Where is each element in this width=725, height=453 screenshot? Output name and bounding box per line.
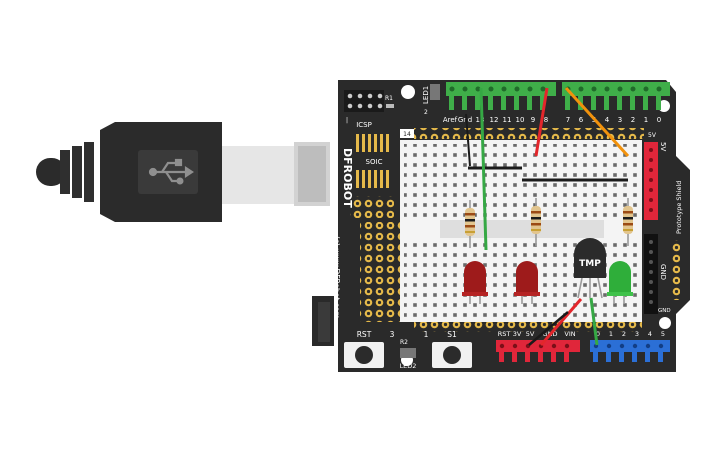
pin-label: 0	[657, 116, 661, 124]
mount-hole	[659, 317, 671, 329]
power-pin-label: VIN	[564, 330, 575, 338]
usb-plug-metal	[222, 146, 294, 204]
icsp-label: ICSP	[356, 121, 372, 129]
rst-label: RST	[357, 330, 372, 339]
tmp-sensor	[574, 238, 606, 299]
pad-column-right	[672, 240, 680, 300]
resistor-1	[465, 200, 475, 248]
wire-black-gnd	[465, 113, 471, 167]
power-jack-inner	[318, 302, 330, 342]
pad-grid-lower	[360, 222, 404, 322]
pin-label: 11	[503, 116, 512, 124]
pin-label: 6	[579, 116, 584, 124]
wire-red-5v	[539, 298, 583, 346]
pin-label: 8	[544, 116, 548, 124]
prototype-label: Prototype Shield	[675, 181, 683, 234]
wire-orange-5v	[564, 86, 630, 158]
resistor-2	[531, 198, 541, 246]
icsp-marker: |	[346, 117, 348, 124]
c2-label: C2	[676, 321, 683, 327]
soic-label: SOIC	[366, 158, 383, 166]
pin-label: Aref	[443, 116, 458, 124]
cable-end	[36, 158, 66, 186]
r2-label: R2	[400, 339, 408, 346]
num-2-label: 2	[424, 109, 428, 116]
power-pin-label: RST	[498, 330, 511, 338]
strain-relief-2	[72, 146, 82, 198]
analog-pin-label: 4	[648, 330, 652, 338]
usb-jack-inner	[298, 146, 326, 202]
num-14-label: 14	[403, 131, 411, 138]
r1-label: R1	[385, 95, 393, 102]
led1-part	[430, 84, 440, 100]
breadboard	[400, 140, 642, 322]
wire-green-pin13	[479, 87, 488, 251]
mount-hole	[401, 85, 415, 99]
digital-header-1	[446, 82, 556, 110]
r1-part	[386, 104, 394, 108]
wire-red-pin9	[534, 87, 549, 157]
strain-relief-3	[84, 142, 94, 202]
pin-label: 13	[476, 116, 485, 124]
led1-label: LED1	[422, 86, 430, 104]
brand-logo: DFROBOT	[341, 148, 354, 208]
pad-grid-upper	[350, 196, 394, 218]
pin-label: 7	[566, 116, 570, 124]
pin-label: 3	[618, 116, 622, 124]
icsp-header	[344, 90, 384, 112]
analog-pin-label: 2	[622, 330, 626, 338]
power-pin-label: 5V	[526, 330, 535, 338]
soic-footprint	[356, 134, 389, 188]
five-v-top-label: 5V	[648, 132, 657, 139]
pad-strip-bottom	[414, 322, 642, 332]
resistor-3	[623, 198, 633, 246]
s1-button[interactable]	[432, 342, 472, 368]
analog-pin-label: 3	[635, 330, 639, 338]
led-green	[607, 261, 633, 304]
pin-label: 9	[531, 116, 535, 124]
pin-label: Gnd	[458, 116, 472, 124]
led2-part	[400, 348, 416, 358]
power-header	[496, 340, 580, 362]
digital-header-2	[562, 82, 670, 110]
analog-pin-label: 1	[609, 330, 613, 338]
power-pin-label: 3V	[513, 330, 522, 338]
side-header-red	[644, 142, 658, 220]
pin-label: 2	[631, 116, 635, 124]
gnd-side-label: GND	[659, 264, 667, 280]
num-14-box	[400, 129, 414, 138]
five-v-side-label: 5V	[659, 142, 667, 151]
num-3-label: 3	[390, 330, 395, 339]
wire-black-gnd-bottom	[528, 311, 569, 346]
analog-pin-labels: 0 1 2 3 4 5	[596, 330, 665, 338]
pin-label: 10	[516, 116, 525, 124]
analog-header	[590, 340, 670, 362]
num-1-label: 1	[424, 330, 429, 339]
wire-green-a0	[589, 297, 599, 346]
s1-label: S1	[447, 330, 457, 339]
side-header-black	[644, 234, 658, 314]
usb-trident-icon	[148, 158, 194, 185]
rst-button[interactable]	[344, 342, 384, 368]
gnd-small-label: GND	[658, 308, 671, 314]
pin-label: 1	[644, 116, 648, 124]
led-red-2	[514, 261, 540, 304]
pin-label: 12	[490, 116, 499, 124]
strain-relief-1	[60, 150, 70, 194]
led-red-1	[462, 261, 488, 304]
led2-label: LED2	[400, 362, 417, 370]
pad-strip-top	[414, 128, 644, 139]
analog-pin-label: 0	[596, 330, 600, 338]
url-label: (c) www.DFRobot.com	[332, 236, 341, 319]
tmp-label: TMP	[579, 259, 601, 269]
pin-label: 4	[605, 116, 610, 124]
usb-cable	[36, 122, 330, 222]
analog-pin-label: 5	[661, 330, 665, 338]
